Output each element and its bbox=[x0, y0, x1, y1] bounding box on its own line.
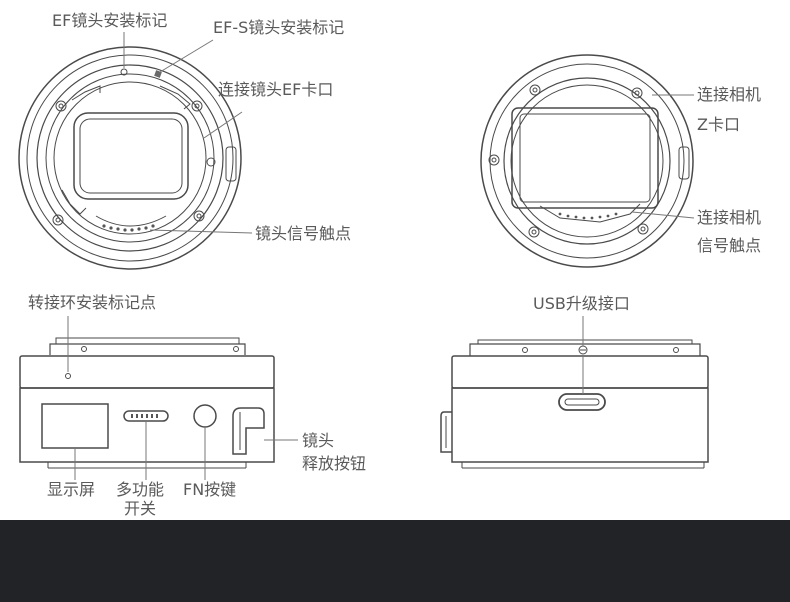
label-camera-contacts-2: 信号触点 bbox=[697, 236, 761, 255]
label-efs-mount-mark: EF-S镜头安装标记 bbox=[213, 18, 344, 37]
label-lens-contacts: 镜头信号触点 bbox=[255, 224, 351, 243]
label-display: 显示屏 bbox=[47, 480, 95, 499]
usb-port[interactable] bbox=[558, 393, 606, 411]
lens-contacts-dots bbox=[102, 224, 155, 232]
label-ef-mount-mark: EF镜头安装标记 bbox=[52, 11, 167, 30]
adapter-diagram: EF镜头安装标记 EF-S镜头安装标记 连接镜头EF卡口 镜头信号触点 连接相机… bbox=[18, 11, 762, 518]
label-camera-mount-1: 连接相机 bbox=[697, 85, 761, 104]
label-camera-contacts-1: 连接相机 bbox=[697, 208, 761, 227]
front-view bbox=[18, 46, 242, 270]
label-multi-switch-2: 开关 bbox=[124, 499, 156, 518]
camera-contacts-dots bbox=[558, 212, 618, 220]
footer-band bbox=[0, 520, 790, 602]
label-multi-switch-1: 多功能 bbox=[116, 480, 164, 499]
rear-view bbox=[480, 54, 694, 268]
label-camera-mount-2: Z卡口 bbox=[697, 115, 740, 134]
display-screen bbox=[41, 403, 109, 449]
fn-button[interactable] bbox=[193, 404, 217, 428]
label-usb-port: USB升级接口 bbox=[533, 294, 630, 313]
label-ef-mount: 连接镜头EF卡口 bbox=[218, 80, 333, 99]
label-adapter-mount-mark: 转接环安装标记点 bbox=[28, 293, 156, 312]
label-fn-button: FN按键 bbox=[183, 480, 236, 499]
label-release-1: 镜头 bbox=[302, 431, 334, 450]
side-view-right bbox=[440, 339, 709, 469]
lens-release-button[interactable] bbox=[232, 407, 265, 455]
side-view-left bbox=[19, 337, 275, 469]
label-release-2: 释放按钮 bbox=[302, 454, 366, 473]
